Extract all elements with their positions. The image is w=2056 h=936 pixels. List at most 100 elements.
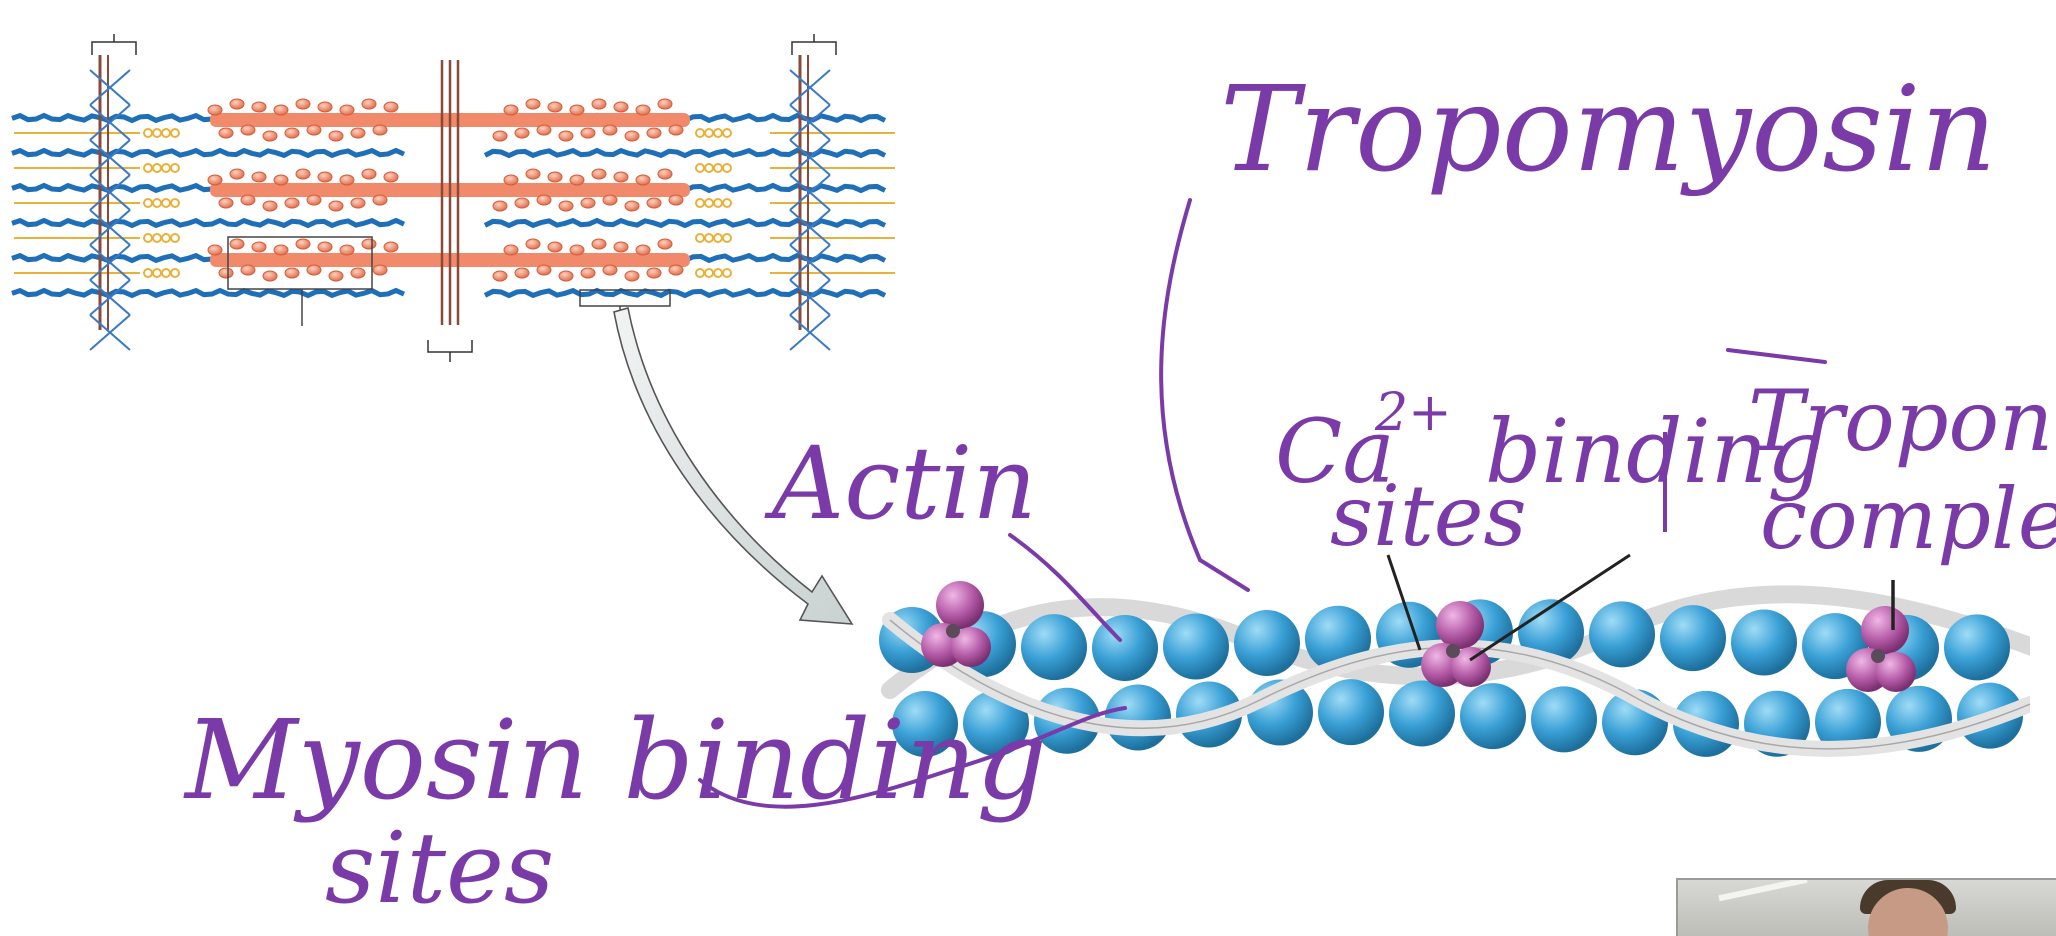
actin-thin-filament <box>483 147 887 159</box>
annotations: Tropomyosin Actin Ca 2+ binding sites Tr… <box>183 60 2056 926</box>
myosin-head <box>569 104 585 116</box>
myosin-head <box>657 168 673 180</box>
myosin-head <box>591 98 607 110</box>
filament-edge-mask <box>2030 560 2056 780</box>
label-sites: sites <box>1330 467 1527 565</box>
label-myosin-sites: sites <box>325 812 554 926</box>
zoom-arrow <box>613 306 854 625</box>
actin-subunit <box>1460 683 1526 750</box>
troponin-complex <box>1846 606 1916 692</box>
label-ca-ion: Ca <box>1275 400 1395 503</box>
myosin-head <box>503 104 519 116</box>
myosin-head <box>317 171 333 183</box>
titin-spring <box>14 198 180 208</box>
myosin-head <box>635 174 651 186</box>
myosin-head <box>580 267 596 279</box>
myosin-head <box>251 241 267 253</box>
myosin-head <box>284 267 300 279</box>
myosin-head <box>657 238 673 250</box>
myosin-head <box>251 101 267 113</box>
myosin-head <box>229 98 245 110</box>
myosin-head <box>262 270 278 282</box>
actin-subunit <box>1234 610 1300 677</box>
myosin-head <box>218 267 234 279</box>
ca-binding-site <box>946 624 960 638</box>
label-binding: binding <box>1485 400 1824 503</box>
m-line <box>427 60 473 362</box>
actin-thin-filament <box>11 147 406 159</box>
actin-subunit <box>1318 679 1384 746</box>
myosin-head <box>525 168 541 180</box>
myosin-head <box>273 174 289 186</box>
ca-binding-site <box>1871 649 1885 663</box>
actin-zoom-box <box>579 289 671 307</box>
myosin-head <box>547 101 563 113</box>
z-disc-left <box>89 34 137 351</box>
myosin-head <box>273 244 289 256</box>
myosin-head <box>580 127 596 139</box>
myosin-head <box>218 197 234 209</box>
myosin-head <box>492 270 508 282</box>
myosin-head <box>361 238 377 250</box>
titin-spring <box>14 128 180 138</box>
myosin-head <box>657 98 673 110</box>
myosin-head <box>646 127 662 139</box>
myosin-head <box>339 244 355 256</box>
myosin-head <box>273 104 289 116</box>
myosin-head <box>328 270 344 282</box>
myosin-head <box>240 124 256 136</box>
myosin-head <box>339 104 355 116</box>
myosin-head <box>591 168 607 180</box>
myosin-head <box>350 127 366 139</box>
myosin-head <box>668 194 684 206</box>
actin-subunit <box>1092 614 1158 681</box>
ca-site-leader-1 <box>1386 554 1422 651</box>
label-myosin-binding: Myosin binding <box>183 696 1047 824</box>
actin-subunit <box>1531 686 1597 753</box>
myosin-head <box>525 98 541 110</box>
actin-subunit <box>1589 601 1655 668</box>
troponin-complex <box>1421 601 1491 687</box>
ca-site-leader-2 <box>1469 553 1631 662</box>
myosin-head <box>372 264 388 276</box>
label-complex: complex <box>1760 470 2056 568</box>
thin-filament <box>879 560 2056 780</box>
myosin-head <box>613 101 629 113</box>
myosin-head <box>229 168 245 180</box>
myosin-head <box>350 197 366 209</box>
actin-subunit <box>1163 613 1229 680</box>
actin-subunit <box>1021 614 1087 681</box>
myosin-head <box>306 264 322 276</box>
myosin-head <box>372 124 388 136</box>
myosin-head <box>514 127 530 139</box>
titin-spring <box>695 268 895 278</box>
actin-subunit <box>1815 688 1881 755</box>
myosin-head <box>262 130 278 142</box>
myosin-head <box>361 98 377 110</box>
myosin-head <box>624 270 640 282</box>
myosin-head <box>284 197 300 209</box>
myosin-head <box>295 98 311 110</box>
sarcomere-diagram <box>11 34 895 362</box>
label-actin: Actin <box>764 425 1037 542</box>
myosin-head <box>514 197 530 209</box>
myosin-thick-filament <box>207 98 690 142</box>
myosin-head <box>525 238 541 250</box>
ca-binding-site <box>1446 644 1460 658</box>
myosin-head <box>536 124 552 136</box>
myosin-head <box>624 130 640 142</box>
titin-spring <box>14 233 180 243</box>
myosin-head <box>361 168 377 180</box>
titin-spring <box>695 198 895 208</box>
tropomyosin-leader <box>1159 198 1250 592</box>
actin-subunit <box>1389 680 1455 747</box>
myosin-head <box>240 194 256 206</box>
myosin-head <box>383 101 399 113</box>
z-disc-right <box>789 34 837 351</box>
myosin-leader <box>698 706 1127 809</box>
myosin-head <box>569 244 585 256</box>
myosin-head <box>635 104 651 116</box>
myosin-head <box>547 241 563 253</box>
myosin-head <box>372 194 388 206</box>
myosin-head <box>602 124 618 136</box>
